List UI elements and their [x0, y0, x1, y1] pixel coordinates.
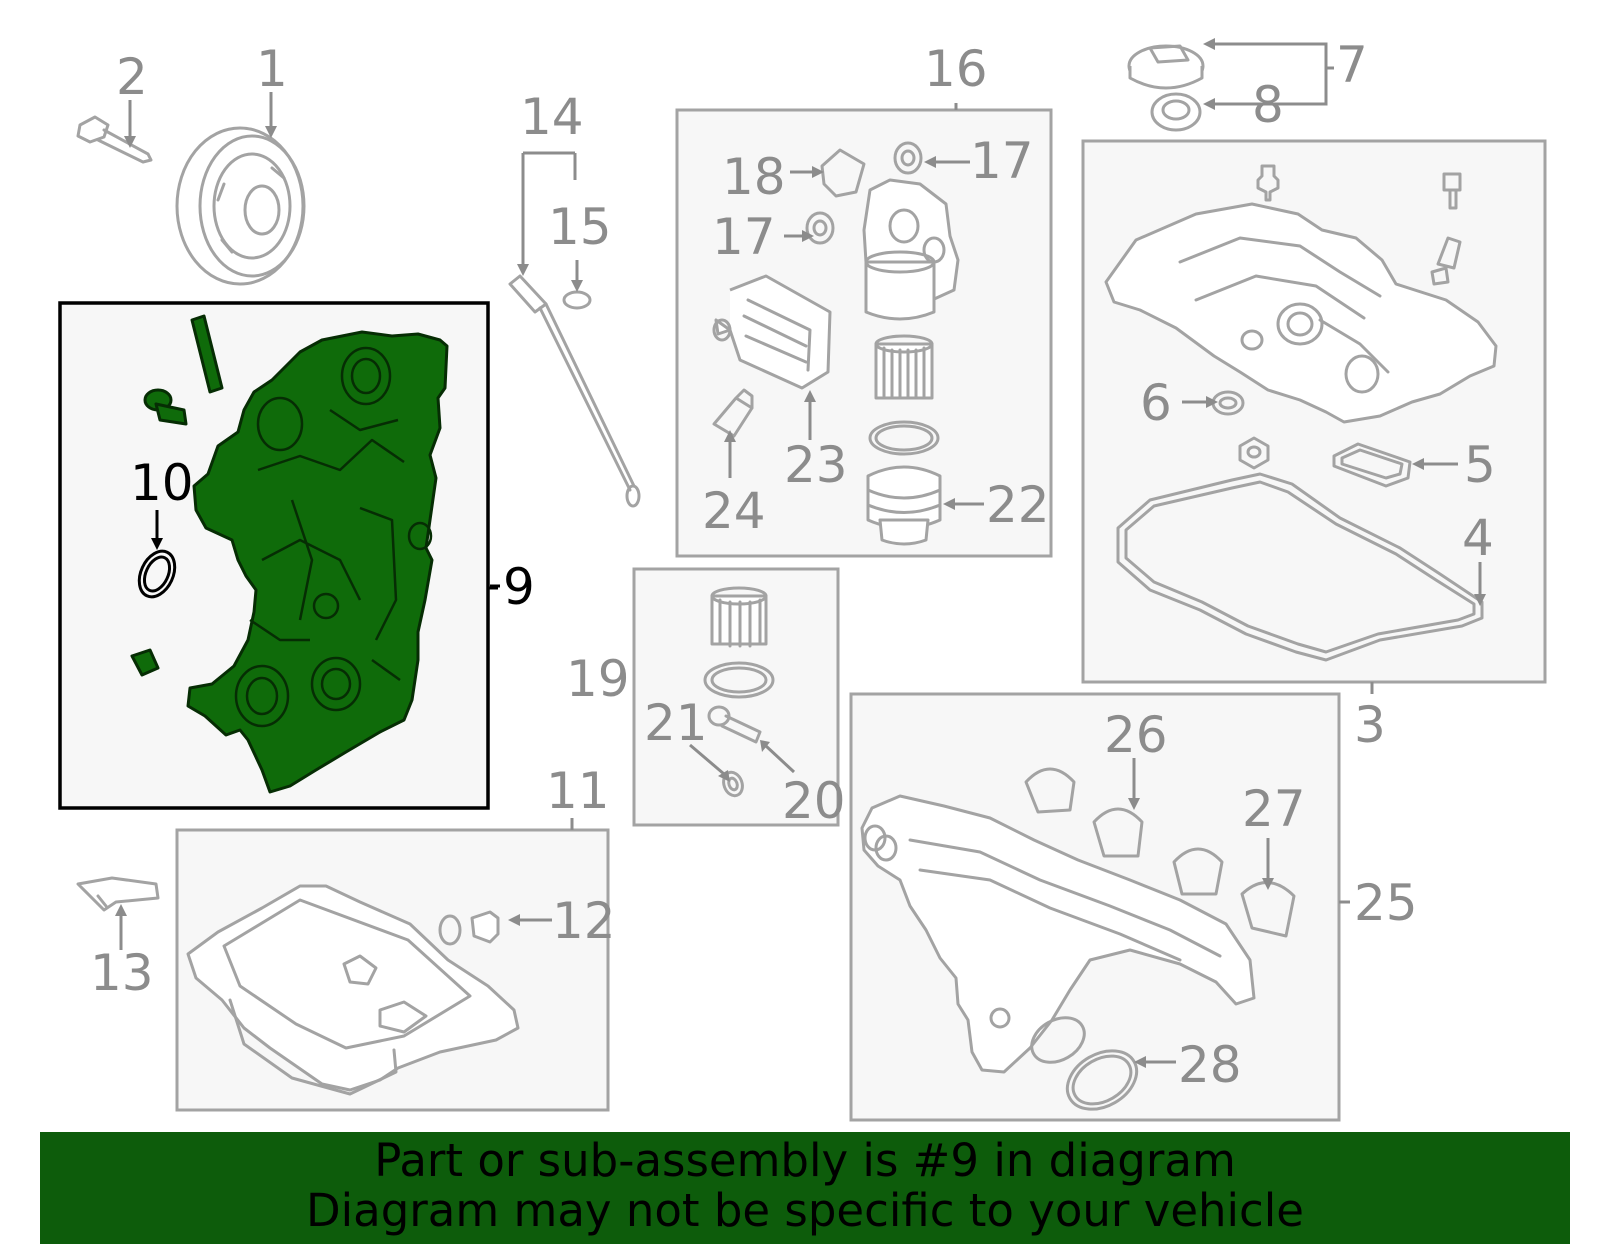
callout-20: 20 — [782, 772, 846, 830]
part-25-intake-manifold[interactable] — [860, 794, 1256, 1074]
callout-6: 6 — [1140, 374, 1172, 432]
notice-line-2: Diagram may not be specific to your vehi… — [306, 1184, 1304, 1237]
callout-23: 23 — [784, 436, 848, 494]
callout-3: 3 — [1354, 696, 1386, 754]
part-9-timing-cover[interactable] — [186, 330, 449, 794]
part-19-o-ring[interactable] — [703, 661, 775, 699]
part-23-oil-cooler[interactable] — [712, 274, 832, 390]
callout-10: 10 — [130, 454, 194, 512]
callout-9: 9 — [503, 558, 535, 616]
callout-1: 1 — [256, 40, 288, 98]
part-1-pulley[interactable] — [175, 126, 306, 286]
part-16-filter-housing[interactable] — [862, 178, 960, 321]
leader-lines — [115, 38, 1486, 1068]
part-28-throttle-gasket[interactable] — [1057, 1039, 1147, 1121]
callout-7: 7 — [1336, 36, 1368, 94]
part-9-plug[interactable] — [130, 648, 160, 677]
callout-24: 24 — [702, 482, 766, 540]
callout-28: 28 — [1178, 1036, 1242, 1094]
part-3-valve-cover[interactable] — [1104, 202, 1498, 424]
part-9-bolt[interactable] — [143, 388, 188, 426]
part-10-o-ring[interactable] — [132, 545, 181, 602]
part-24-sensor[interactable] — [712, 388, 754, 438]
callout-21: 21 — [644, 694, 708, 752]
part-20-bolt[interactable] — [707, 705, 762, 744]
part-3-sensor[interactable] — [1430, 236, 1462, 286]
part-18-gasket[interactable] — [820, 148, 866, 198]
callout-22: 22 — [986, 476, 1050, 534]
part-14-dipstick[interactable] — [508, 274, 641, 508]
callout-17-lower: 17 — [712, 208, 776, 266]
part-13-bracket[interactable] — [76, 876, 160, 912]
callout-4: 4 — [1462, 509, 1494, 567]
part-22-filter-cap[interactable] — [866, 465, 942, 546]
part-16-filter-element[interactable] — [874, 334, 934, 400]
callout-25: 25 — [1354, 874, 1418, 932]
callout-16: 16 — [924, 40, 988, 98]
callout-19: 19 — [566, 650, 630, 708]
callout-26: 26 — [1104, 706, 1168, 764]
part-2-bolt[interactable] — [76, 115, 153, 164]
part-19-filter-element[interactable] — [710, 586, 768, 648]
part-21-washer[interactable] — [720, 770, 745, 799]
callout-14: 14 — [520, 88, 584, 146]
callout-13: 13 — [90, 944, 154, 1002]
callout-27: 27 — [1242, 780, 1306, 838]
part-17-seal-lower[interactable] — [805, 211, 835, 245]
part-15-o-ring[interactable] — [562, 290, 592, 310]
part-8-cap-seal[interactable] — [1150, 92, 1202, 132]
callout-12: 12 — [552, 892, 616, 950]
part-12-drain-plug[interactable] — [438, 910, 500, 946]
callout-17-upper: 17 — [970, 132, 1034, 190]
notice-banner: Part or sub-assembly is #9 in diagram Di… — [40, 1132, 1570, 1244]
part-9-dowel-pin[interactable] — [190, 314, 224, 394]
callout-18: 18 — [722, 148, 786, 206]
callout-5: 5 — [1464, 436, 1496, 494]
callout-11: 11 — [546, 762, 610, 820]
part-16-filter-o-ring[interactable] — [868, 420, 940, 456]
part-17-seal-upper[interactable] — [893, 141, 923, 175]
callout-2: 2 — [116, 48, 148, 106]
notice-line-1: Part or sub-assembly is #9 in diagram — [374, 1134, 1236, 1187]
part-7-oil-filler-cap[interactable] — [1127, 44, 1205, 90]
part-3-nut[interactable] — [1238, 436, 1270, 470]
part-5-gasket[interactable] — [1332, 442, 1412, 488]
callout-15: 15 — [548, 198, 612, 256]
part-11-oil-pan[interactable] — [186, 884, 520, 1096]
part-3-breather-fitting[interactable] — [1256, 164, 1280, 202]
part-4-valve-cover-gasket[interactable] — [1116, 472, 1484, 662]
callout-8: 8 — [1252, 76, 1284, 134]
part-26-intake-gaskets[interactable] — [1024, 767, 1296, 938]
part-3-bolt[interactable] — [1442, 172, 1462, 210]
